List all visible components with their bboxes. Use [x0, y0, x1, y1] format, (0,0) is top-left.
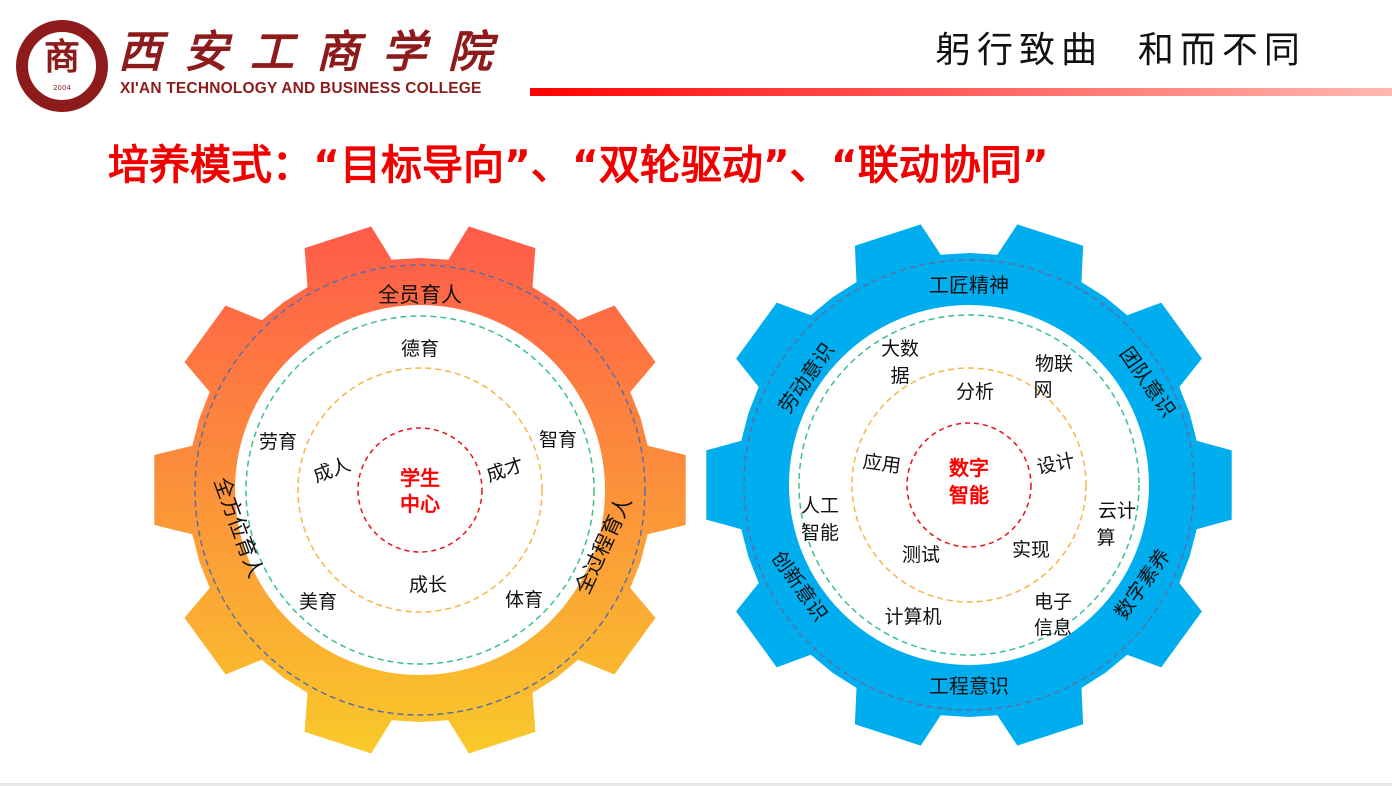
header-accent-bar — [530, 88, 1392, 96]
field-label: 云计 — [1098, 500, 1136, 522]
stage-label: 实现 — [1012, 539, 1050, 561]
right-gear: 工匠精神 团队意识 数字素养 工程意识 创新意识 劳动意识 大数 据 物联 网 … — [706, 224, 1232, 746]
left-green-ring — [245, 315, 595, 665]
field-label: 人工 — [801, 495, 839, 517]
field-label: 据 — [890, 365, 909, 387]
field-label: 电子 — [1034, 591, 1072, 613]
education-label: 智育 — [539, 429, 577, 451]
slide-title: 培养模式：“目标导向”、“双轮驱动”、“联动协同” — [108, 141, 1049, 189]
field-label: 网 — [1033, 379, 1052, 401]
left-red-ring — [357, 427, 483, 553]
center-label: 中心 — [400, 492, 440, 516]
field-label: 大数 — [881, 338, 919, 360]
right-inner-disk — [789, 305, 1149, 665]
stage-label: 应用 — [861, 451, 902, 478]
left-outer-dashed-ring — [194, 264, 646, 716]
college-name-cn: 西安工商学院 — [118, 27, 514, 78]
education-label: 体育 — [505, 589, 543, 611]
field-label: 算 — [1096, 527, 1115, 549]
right-green-ring — [798, 314, 1140, 656]
field-label: 信息 — [1034, 617, 1072, 639]
growth-label: 成长 — [409, 574, 447, 596]
ring-label: 工匠精神 — [929, 273, 1009, 297]
education-label: 德育 — [401, 338, 439, 360]
college-name-en: XI'AN TECHNOLOGY AND BUSINESS COLLEGE — [120, 80, 482, 97]
left-gear: 全员育人 全方位育人 全过程育人 德育 劳育 智育 美育 体育 成人 成才 成长… — [154, 226, 686, 754]
stage-label: 测试 — [902, 544, 940, 566]
ring-label: 工程意识 — [929, 674, 1009, 698]
college-motto: 躬行致曲 和而不同 — [935, 30, 1306, 71]
right-orange-ring — [851, 367, 1087, 603]
center-label: 智能 — [949, 483, 989, 507]
right-outer-dashed-ring — [743, 259, 1195, 711]
education-label: 劳育 — [259, 431, 297, 453]
right-red-ring — [906, 422, 1032, 548]
logo-year: 2004 — [53, 84, 71, 92]
field-label: 智能 — [801, 522, 839, 544]
field-label: 物联 — [1035, 353, 1073, 375]
left-orange-ring — [297, 367, 543, 613]
left-inner-disk — [235, 305, 605, 675]
stage-label: 分析 — [956, 381, 994, 403]
footer-line — [0, 783, 1392, 786]
education-label: 美育 — [299, 591, 337, 613]
center-label: 数字 — [949, 456, 989, 480]
ring-label: 全员育人 — [378, 283, 462, 307]
field-label: 计算机 — [884, 606, 941, 628]
college-logo: 商 2004 — [16, 20, 108, 112]
center-label: 学生 — [400, 466, 440, 490]
logo-glyph: 商 — [43, 36, 80, 78]
